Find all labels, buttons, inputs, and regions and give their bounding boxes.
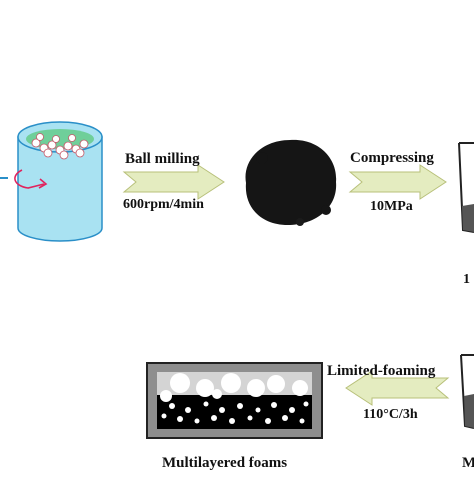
ball-mill-jar: [14, 121, 103, 242]
small-pores: [161, 401, 309, 424]
arrow-compressing: [348, 164, 447, 200]
milling-balls: [31, 133, 89, 160]
clipped-text-bottom: M: [462, 455, 474, 471]
limited-foaming-condition: 110°C/3h: [363, 407, 418, 422]
rotation-icon: [14, 169, 45, 189]
jar-body: [17, 136, 103, 242]
arrow-ball-milling: [122, 164, 225, 200]
mold-bottom-clipped: [460, 354, 474, 429]
foam-dark-layer: [157, 395, 312, 429]
powder-blob: [245, 139, 337, 226]
clipped-text-top: 1: [463, 272, 470, 287]
multilayered-foams-label: Multilayered foams: [162, 455, 288, 471]
large-pores: [160, 373, 308, 402]
mold-top-clipped: [458, 142, 474, 233]
ball-milling-condition: 600rpm/4min: [123, 197, 204, 212]
arrow-limited-foaming: [345, 370, 450, 406]
limited-foaming-label: Limited-foaming: [327, 363, 436, 379]
foam-block: [146, 362, 323, 439]
compressing-label: Compressing: [350, 150, 434, 166]
ball-milling-label: Ball milling: [125, 151, 200, 167]
compressing-condition: 10MPa: [370, 199, 413, 214]
rotation-arrowhead-icon: [38, 178, 48, 189]
